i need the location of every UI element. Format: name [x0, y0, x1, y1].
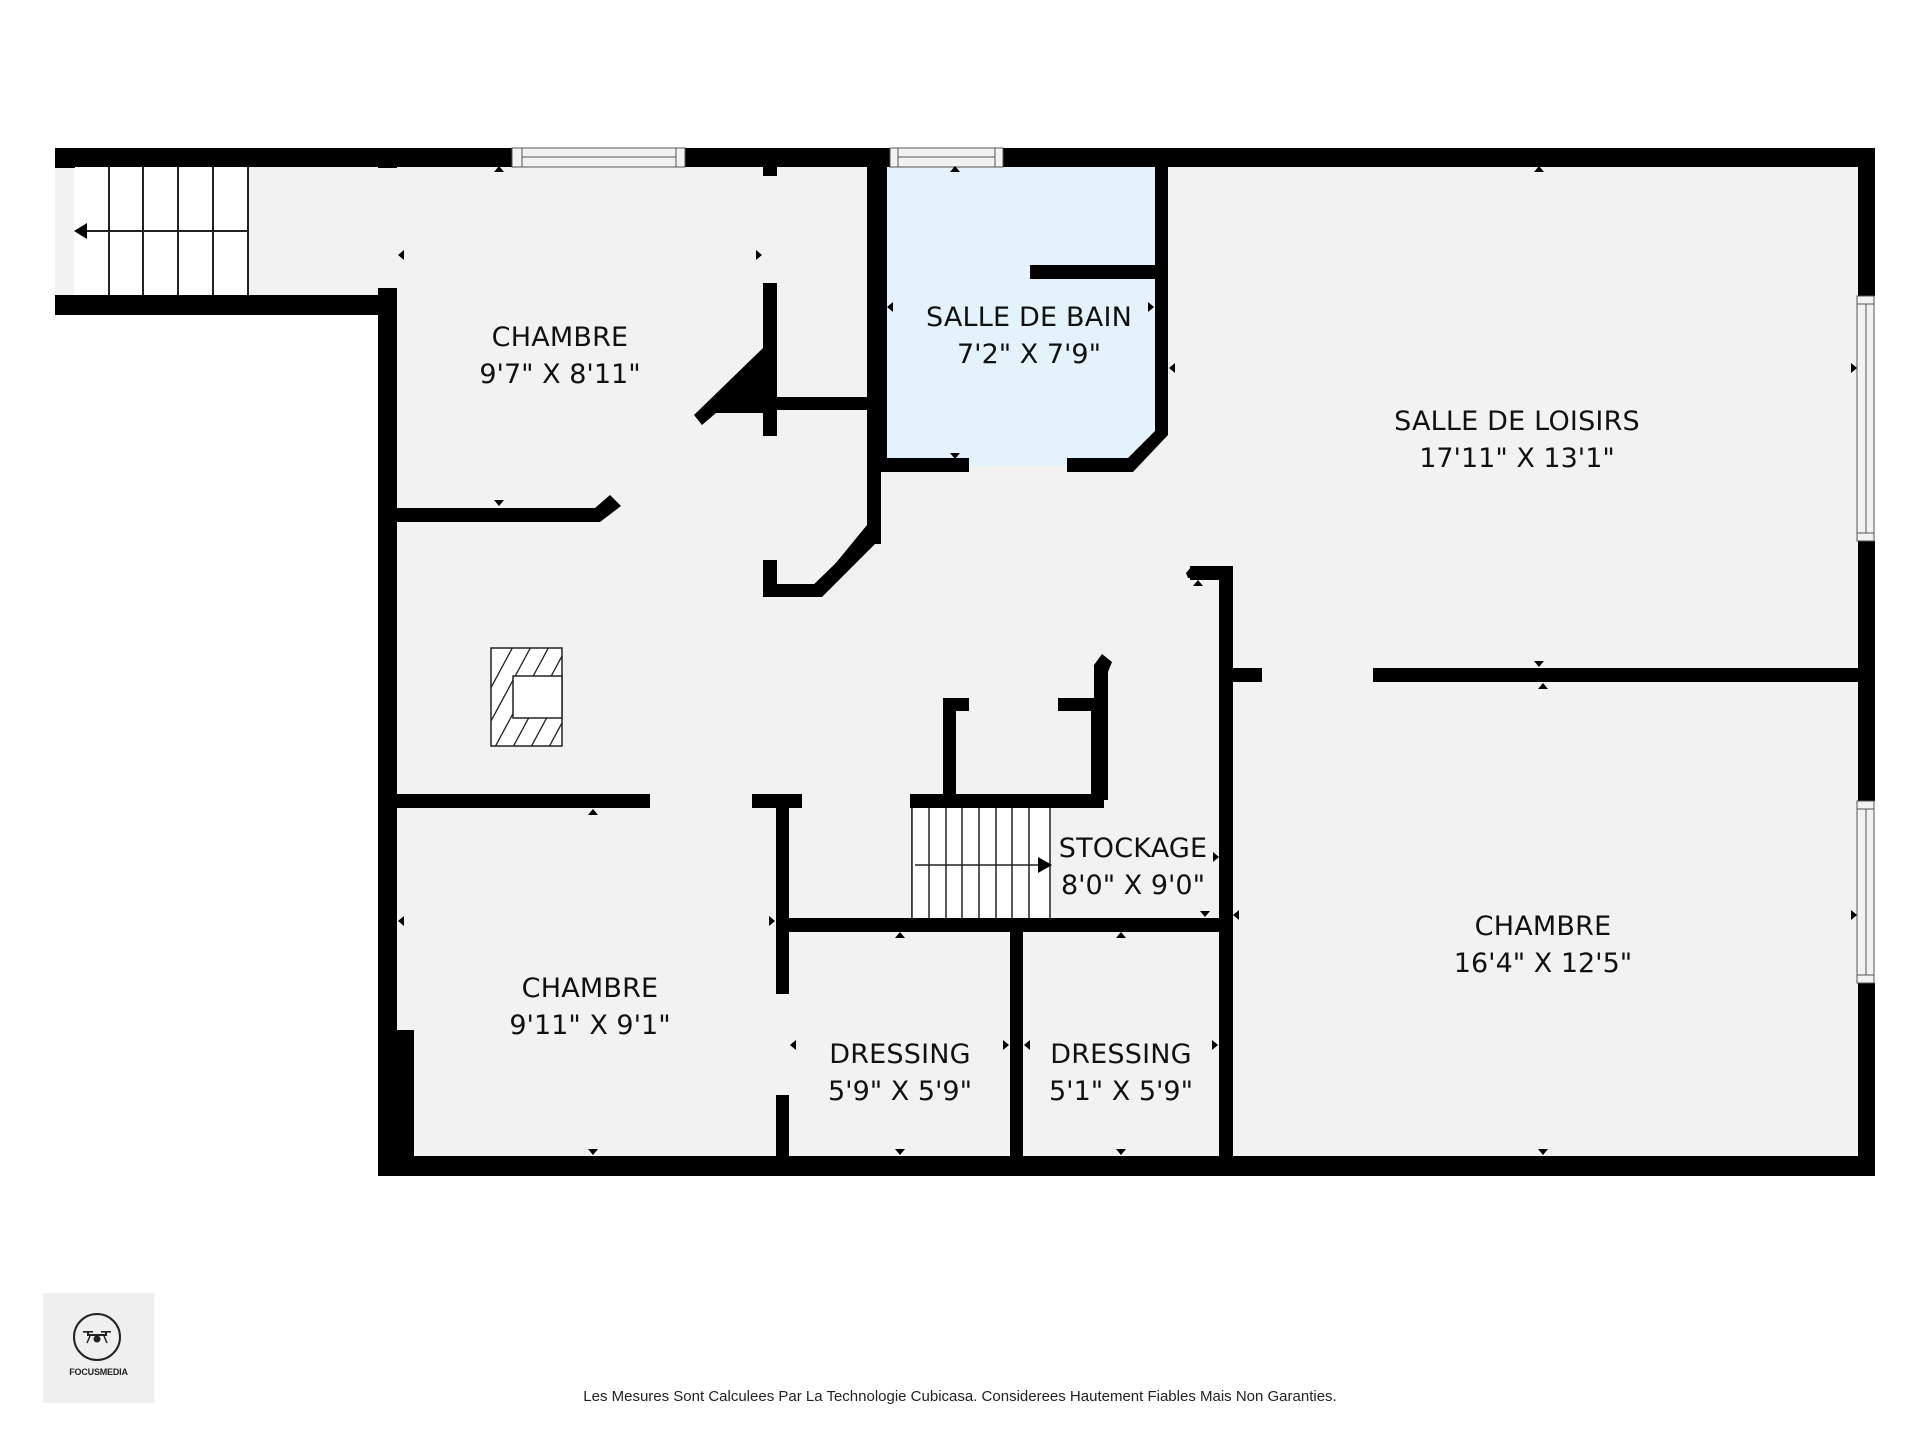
room-salle-de-loisirs: SALLE DE LOISIRS 17'11" X 13'1" — [1394, 403, 1640, 478]
room-name: STOCKAGE — [1058, 832, 1208, 864]
drone-icon — [73, 1313, 121, 1361]
room-name: SALLE DE LOISIRS — [1394, 405, 1640, 437]
room-chambre-3: CHAMBRE 16'4" X 12'5" — [1454, 908, 1632, 983]
room-dimensions: 7'2" X 7'9" — [956, 339, 1102, 370]
room-dimensions: 9'7" X 8'11" — [479, 359, 641, 390]
walls — [55, 148, 1875, 1176]
bathroom-floor — [887, 166, 1162, 466]
room-name: CHAMBRE — [521, 972, 659, 1004]
room-name: CHAMBRE — [1474, 910, 1612, 942]
stairs-direction-arrow-icon — [1038, 857, 1052, 873]
room-salle-de-bain: SALLE DE BAIN 7'2" X 7'9" — [926, 299, 1132, 374]
logo-text: FOCUSMEDIA — [69, 1367, 128, 1377]
dimension-markers — [398, 166, 1857, 1155]
room-chambre-1: CHAMBRE 9'7" X 8'11" — [479, 319, 640, 394]
room-stockage: STOCKAGE 8'0" X 9'0" — [1059, 830, 1208, 905]
room-name: CHAMBRE — [491, 321, 629, 353]
room-dimensions: 17'11" X 13'1" — [1419, 443, 1615, 474]
room-dressing-1: DRESSING 5'9" X 5'9" — [828, 1036, 972, 1111]
room-dressing-2: DRESSING 5'1" X 5'9" — [1049, 1036, 1193, 1111]
drone-glyph — [83, 1331, 111, 1344]
focusmedia-logo: FOCUSMEDIA — [43, 1293, 154, 1403]
stairs-arrow-icon — [74, 223, 87, 239]
stairs-top-left — [74, 166, 249, 296]
windows — [511, 147, 1875, 984]
room-dimensions: 8'0" X 9'0" — [1060, 870, 1206, 901]
room-chambre-2: CHAMBRE 9'11" X 9'1" — [509, 970, 670, 1045]
room-dimensions: 16'4" X 12'5" — [1453, 948, 1633, 979]
room-name: DRESSING — [829, 1038, 971, 1070]
room-dimensions: 5'1" X 5'9" — [1048, 1076, 1194, 1107]
room-name: SALLE DE BAIN — [925, 301, 1133, 333]
measurement-disclaimer: Les Mesures Sont Calculees Par La Techno… — [583, 1388, 1337, 1405]
stairs-treads — [911, 805, 1051, 918]
room-dimensions: 9'11" X 9'1" — [509, 1010, 671, 1041]
room-name: DRESSING — [1050, 1038, 1192, 1070]
chimney-symbol — [490, 647, 563, 747]
room-dimensions: 5'9" X 5'9" — [827, 1076, 973, 1107]
